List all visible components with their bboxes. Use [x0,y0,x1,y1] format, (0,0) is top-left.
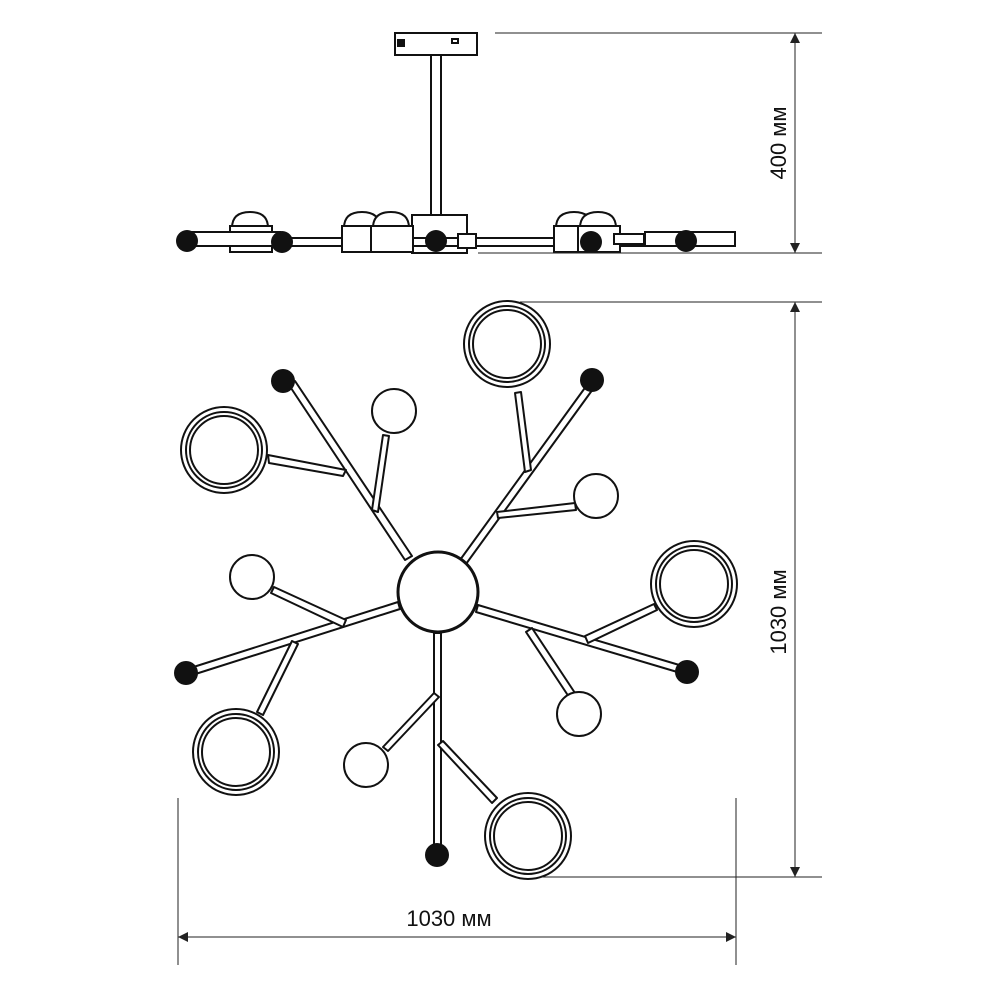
ball-bottom [425,843,449,867]
ball-upper-right [580,368,604,392]
side-shade-3 [370,210,414,253]
globe-lower-right [556,691,602,737]
center-hub [396,550,480,634]
ring-shade-lower-left [192,708,280,796]
side-view [176,32,736,254]
branch-globe-left [270,586,347,628]
depth-dimension: 1030 мм [520,301,822,878]
branch-ring-top [514,391,532,473]
branch-globe-right [496,502,577,519]
ring-shade-right [650,540,738,628]
canopy-detail-slot [451,38,459,44]
arm-upper-right [459,384,594,565]
ring-shade-bottom [484,792,572,880]
ball-right [675,660,699,684]
side-ball-5 [675,230,697,252]
ring-shade-upper-left [180,406,268,494]
connector-2 [613,233,645,245]
height-dimension: 400 мм [478,32,822,254]
ring-shade-top [463,300,551,388]
branch-ring-bl [256,640,299,716]
branch-globe-top [371,434,390,513]
width-dimension-label: 1030 мм [406,906,491,931]
suspension-rod [430,54,442,216]
globe-top [371,388,417,434]
top-view [174,300,738,880]
canopy-detail [397,39,405,47]
branch-globe-bottom [382,692,440,752]
ball-upper-left [271,369,295,393]
ceiling-canopy [394,32,478,56]
globe-bottom [343,742,389,788]
width-dimension: 1030 мм [177,798,737,965]
connector-1 [457,233,477,249]
height-dimension-label: 400 мм [766,106,791,179]
side-ball-4 [580,231,602,253]
arm-left [183,601,401,678]
arm-right [475,604,687,675]
branch-ring-right [584,603,658,644]
branch-ring-bottom [437,740,498,804]
ball-left [174,661,198,685]
side-ball-1 [176,230,198,252]
depth-dimension-label: 1030 мм [766,569,791,654]
end-cap-left [189,231,281,247]
globe-left [229,554,275,600]
globe-right [573,473,619,519]
branch-ring-ul [267,454,347,477]
arms [183,380,687,853]
side-ball-2 [271,231,293,253]
side-ball-3 [425,230,447,252]
